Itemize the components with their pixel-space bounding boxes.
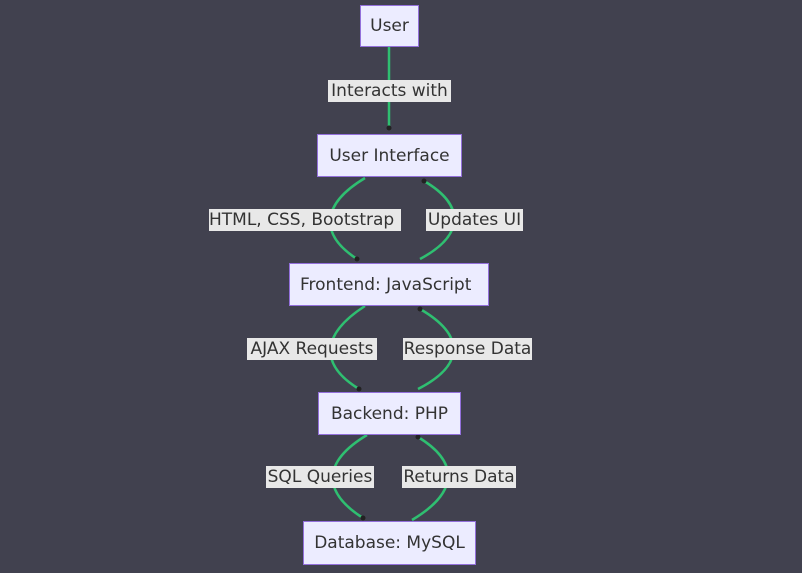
arrow-head	[415, 434, 421, 440]
node-backend-php[interactable]: Backend: PHP	[318, 392, 461, 435]
arrow-head	[417, 306, 423, 312]
arrow-head	[386, 125, 392, 131]
edge-label-updates-ui: Updates UI	[426, 209, 523, 231]
edge-label-response-data: Response Data	[403, 338, 532, 360]
node-database-mysql[interactable]: Database: MySQL	[303, 521, 476, 565]
edge-label-interacts-with: Interacts with	[328, 80, 451, 102]
arrow-head	[354, 256, 360, 262]
edge-label-returns-data: Returns Data	[402, 466, 516, 488]
edge-label-html-css-bootstrap: HTML, CSS, Bootstrap	[209, 209, 401, 231]
node-user[interactable]: User	[360, 5, 419, 47]
arrow-head	[356, 386, 362, 392]
edge-label-sql-queries: SQL Queries	[266, 466, 374, 488]
node-user-interface[interactable]: User Interface	[317, 134, 462, 177]
arrow-head	[421, 178, 427, 184]
edge-label-ajax-requests: AJAX Requests	[247, 338, 377, 360]
node-frontend-javascript[interactable]: Frontend: JavaScript	[289, 263, 489, 306]
arrow-head	[360, 515, 366, 521]
